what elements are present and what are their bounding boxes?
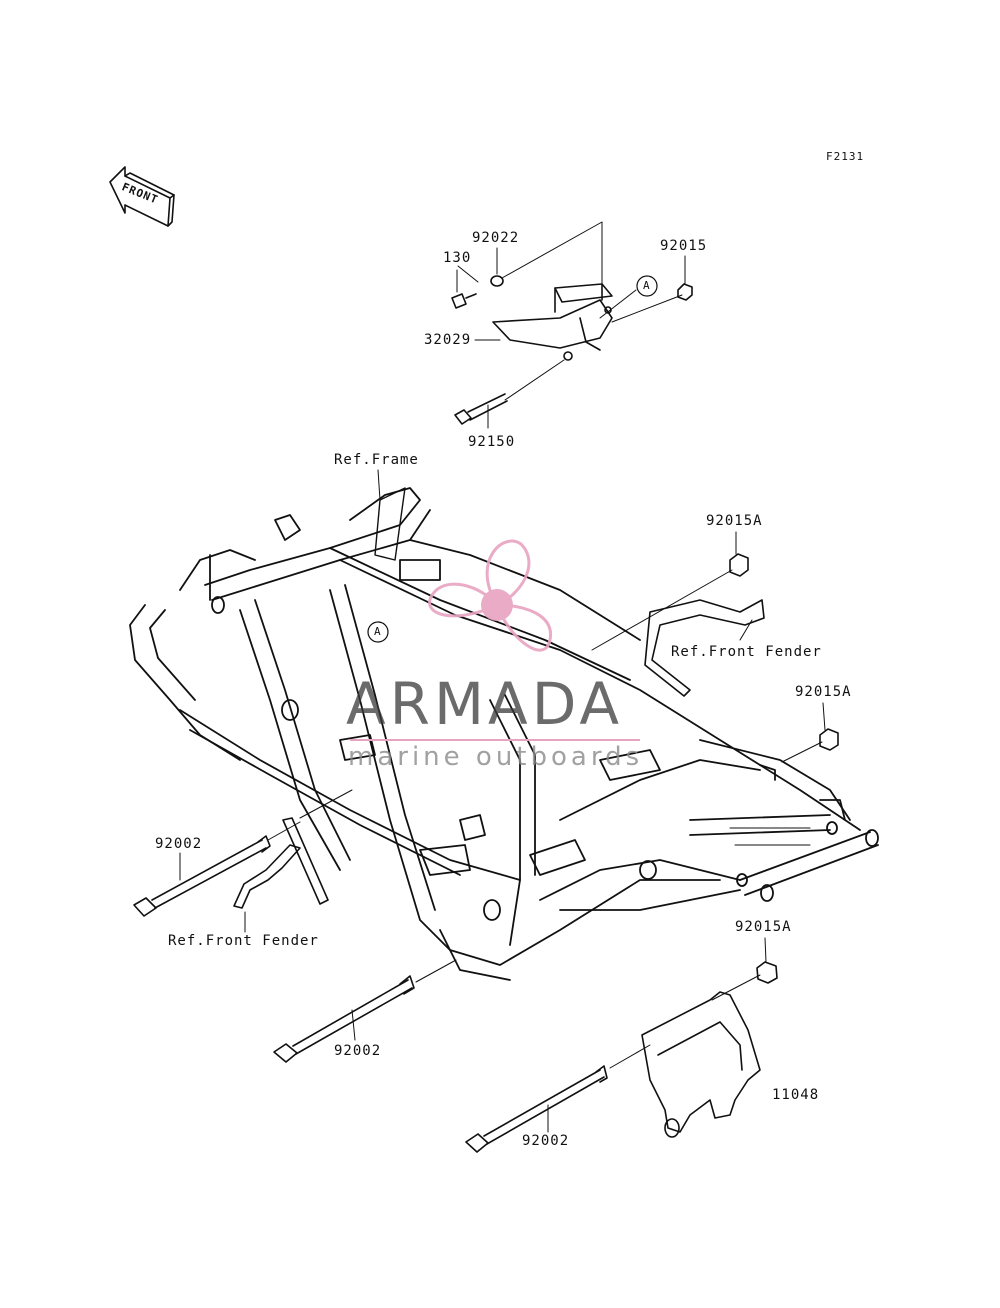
propeller-logo-icon bbox=[428, 539, 552, 652]
label-92150: 92150 bbox=[468, 434, 516, 450]
label-ref-front-fender-right: Ref.Front Fender bbox=[671, 644, 822, 660]
label-ref-frame: Ref.Frame bbox=[334, 452, 419, 468]
bracket-11048 bbox=[641, 991, 761, 1138]
callout-a-icon-top bbox=[636, 275, 658, 297]
callout-a-label-frame: A bbox=[374, 625, 382, 638]
label-92002-left: 92002 bbox=[155, 836, 203, 852]
nut-92015a-low bbox=[756, 961, 778, 984]
label-ref-front-fender-left: Ref.Front Fender bbox=[168, 933, 319, 949]
label-130: 130 bbox=[443, 250, 472, 266]
front-arrow-icon bbox=[109, 166, 175, 227]
label-92022: 92022 bbox=[472, 230, 520, 246]
nut-92015a-top bbox=[729, 553, 749, 577]
label-92015a-top: 92015A bbox=[706, 513, 763, 529]
label-11048: 11048 bbox=[772, 1087, 820, 1103]
label-92002-bottom: 92002 bbox=[522, 1133, 570, 1149]
diagram-code: F2131 bbox=[826, 150, 865, 163]
label-92002-mid: 92002 bbox=[334, 1043, 382, 1059]
label-92015a-mid: 92015A bbox=[795, 684, 852, 700]
watermark-brand: ARMADA bbox=[346, 670, 624, 738]
nut-92015a-mid bbox=[819, 728, 839, 751]
bolt-130 bbox=[451, 293, 477, 309]
callout-a-icon-frame bbox=[367, 621, 389, 643]
washer-92022 bbox=[490, 275, 504, 287]
bracket-32029 bbox=[492, 283, 613, 361]
front-fender-bracket-right bbox=[644, 599, 765, 697]
nut-92015 bbox=[677, 283, 693, 301]
bolt-92150 bbox=[454, 393, 508, 425]
bolt-92002-mid bbox=[273, 975, 415, 1063]
callout-a-label-top: A bbox=[643, 279, 651, 292]
watermark-tagline: marine outboards bbox=[348, 742, 644, 772]
bolt-92002-left bbox=[133, 835, 271, 917]
atv-frame bbox=[129, 487, 879, 981]
bolt-92002-bottom bbox=[465, 1065, 608, 1153]
front-fender-bracket-left bbox=[233, 817, 329, 909]
label-92015: 92015 bbox=[660, 238, 708, 254]
label-32029: 32029 bbox=[424, 332, 472, 348]
label-92015a-low: 92015A bbox=[735, 919, 792, 935]
